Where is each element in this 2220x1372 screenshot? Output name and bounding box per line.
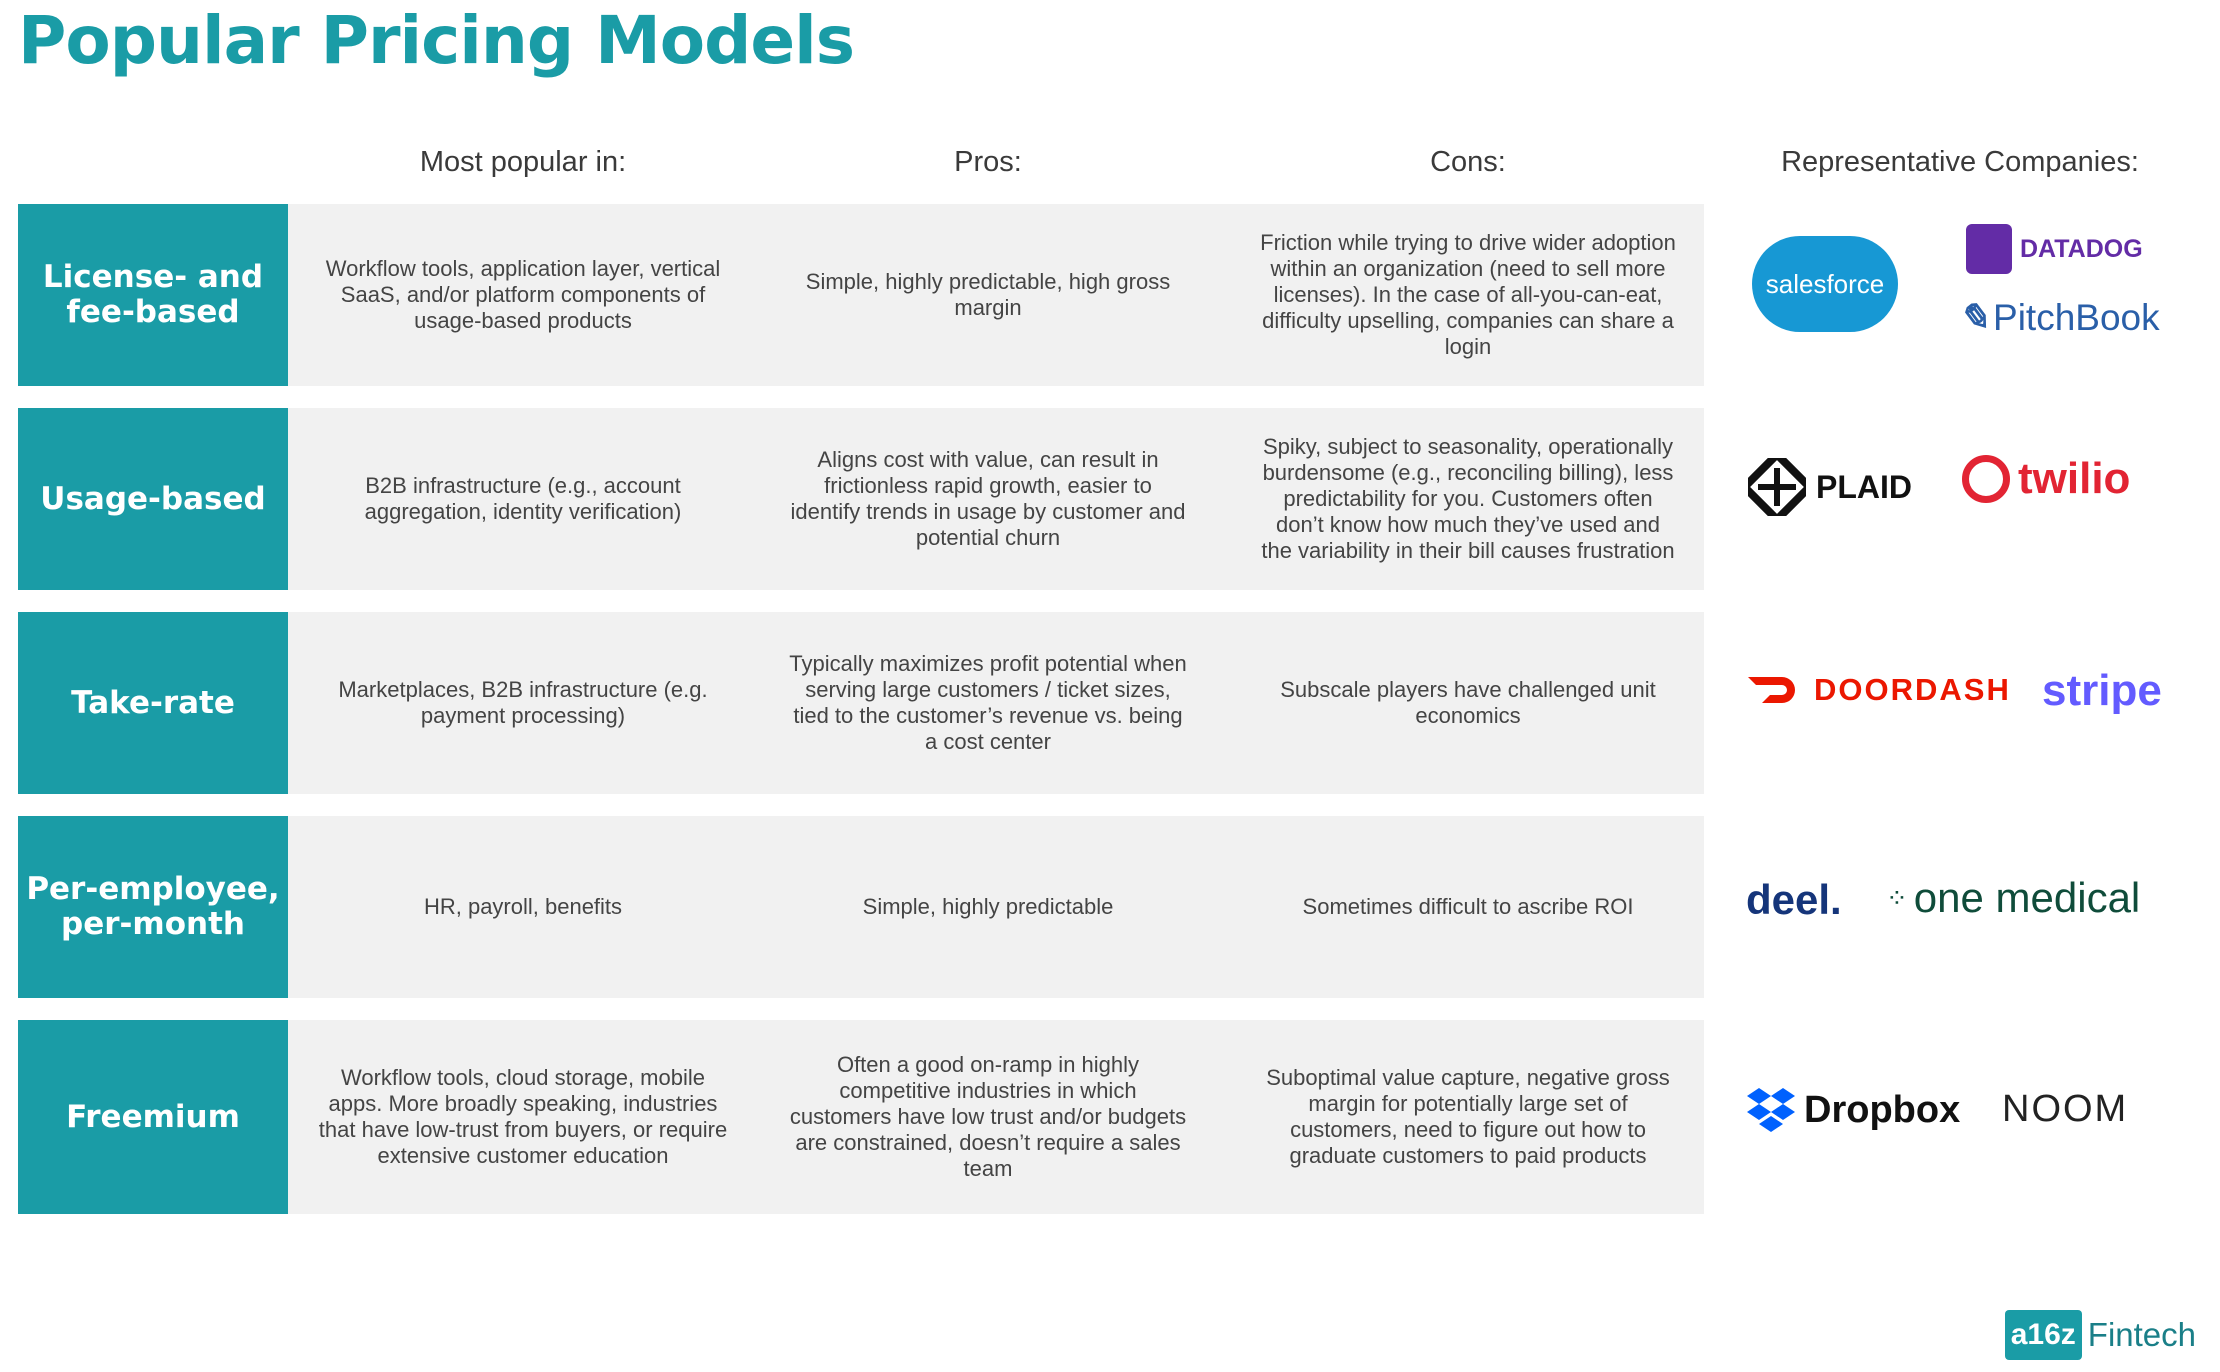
header-companies: Representative Companies: xyxy=(1781,146,2139,178)
pros-cell: Simple, highly predictable, high gross m… xyxy=(805,269,1171,320)
noom-logo: NOOM xyxy=(2002,1088,2128,1131)
logo-text: Dropbox xyxy=(1804,1088,1961,1131)
table-row: Take-rate Marketplaces, B2B infrastructu… xyxy=(18,612,1704,794)
doordash-icon xyxy=(1748,677,1795,703)
header-pros: Pros: xyxy=(954,146,1022,178)
popular-cell: B2B infrastructure (e.g., account aggreg… xyxy=(364,473,682,524)
pros-cell: Typically maximizes profit potential whe… xyxy=(789,651,1187,754)
logo-text: deel. xyxy=(1746,876,1842,923)
a16z-fintech-logo: a16z Fintech xyxy=(2004,1310,2196,1360)
row-label: License- and fee-based xyxy=(18,204,288,386)
dots-icon: ⁘ xyxy=(1886,882,1908,913)
cons-cell: Suboptimal value capture, negative gross… xyxy=(1266,1065,1670,1168)
company-logos: DOORDASH stripe xyxy=(1740,612,2180,794)
logo-text: PitchBook xyxy=(1993,296,2160,338)
stripe-logo: stripe xyxy=(2042,666,2162,716)
logo-text: DATADOG xyxy=(2020,234,2143,263)
datadog-logo: DATADOG xyxy=(1966,224,2143,274)
logo-text: twilio xyxy=(2018,454,2131,503)
pros-cell: Simple, highly predictable xyxy=(862,894,1114,919)
feather-icon: ✎ xyxy=(1958,297,1990,338)
deel-logo: deel. xyxy=(1746,876,1842,924)
plaid-logo: PLAID xyxy=(1748,458,1912,516)
header-most-popular: Most popular in: xyxy=(419,146,627,178)
company-logos: deel. ⁘ one medical xyxy=(1740,816,2180,998)
doordash-logo: DOORDASH xyxy=(1746,672,2011,708)
brand-suffix: Fintech xyxy=(2087,1316,2196,1353)
logo-text: stripe xyxy=(2042,666,2162,715)
company-logos: Dropbox NOOM xyxy=(1740,1020,2180,1214)
row-label: Freemium xyxy=(18,1020,288,1214)
pros-cell: Often a good on-ramp in highly competiti… xyxy=(789,1052,1187,1181)
header-cons: Cons: xyxy=(1430,146,1506,178)
logo-text: DOORDASH xyxy=(1814,672,2011,707)
one-medical-logo: ⁘ one medical xyxy=(1886,874,2140,922)
dropbox-icon xyxy=(1747,1088,1795,1132)
table-row: Usage-based B2B infrastructure (e.g., ac… xyxy=(18,408,1704,590)
popular-cell: Workflow tools, cloud storage, mobile ap… xyxy=(318,1065,728,1168)
logo-text: salesforce xyxy=(1765,268,1885,299)
table-row: Per-employee, per-month HR, payroll, ben… xyxy=(18,816,1704,998)
pros-cell: Aligns cost with value, can result in fr… xyxy=(790,447,1186,550)
dog-icon xyxy=(1966,224,2012,274)
row-label: Usage-based xyxy=(18,408,288,590)
popular-cell: HR, payroll, benefits xyxy=(423,894,623,919)
popular-cell: Marketplaces, B2B infrastructure (e.g. p… xyxy=(338,677,708,728)
table-row: Freemium Workflow tools, cloud storage, … xyxy=(18,1020,1704,1214)
twilio-logo: twilio xyxy=(1962,454,2130,504)
cons-cell: Sometimes difficult to ascribe ROI xyxy=(1302,894,1634,919)
row-label: Take-rate xyxy=(18,612,288,794)
logo-text: PLAID xyxy=(1816,468,1912,505)
company-logos: salesforce DATADOG ✎ PitchBook xyxy=(1740,204,2180,386)
company-logos: PLAID twilio xyxy=(1740,408,2180,590)
table-row: License- and fee-based Workflow tools, a… xyxy=(18,204,1704,386)
cons-cell: Spiky, subject to seasonality, operation… xyxy=(1261,434,1675,563)
salesforce-logo: salesforce xyxy=(1752,236,1898,332)
plaid-icon xyxy=(1748,458,1806,516)
row-label: Per-employee, per-month xyxy=(18,816,288,998)
twilio-icon xyxy=(1962,455,2010,503)
popular-cell: Workflow tools, application layer, verti… xyxy=(325,256,721,333)
page-title: Popular Pricing Models xyxy=(18,2,855,79)
dropbox-logo: Dropbox xyxy=(1746,1086,1960,1134)
pitchbook-logo: ✎ PitchBook xyxy=(1958,296,2160,339)
cons-cell: Friction while trying to drive wider ado… xyxy=(1260,230,1676,359)
brand-mark: a16z xyxy=(2004,1310,2082,1360)
logo-text: one medical xyxy=(1913,874,2141,921)
logo-text: NOOM xyxy=(2002,1088,2129,1130)
cons-cell: Subscale players have challenged unit ec… xyxy=(1280,677,1656,728)
